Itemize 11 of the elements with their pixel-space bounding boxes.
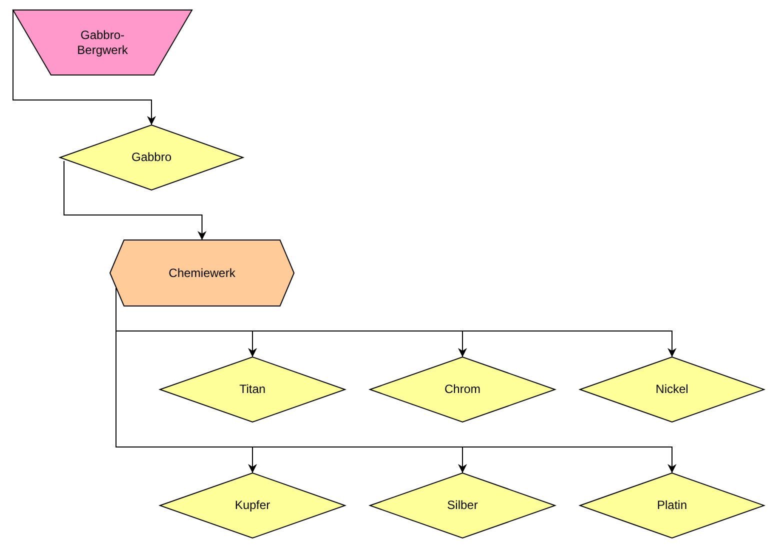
node-label: Gabbro-Bergwerk <box>76 28 129 58</box>
node-label: Gabbro <box>131 150 172 165</box>
node-label: Nickel <box>656 382 688 397</box>
node-label: Platin <box>656 498 688 513</box>
node-label: Kupfer <box>234 498 270 513</box>
node-label: Chrom <box>444 382 480 397</box>
arrow <box>64 160 206 240</box>
arrow <box>12 10 156 126</box>
node-label: Titan <box>239 382 266 397</box>
node-label: Chemiewerk <box>168 266 236 280</box>
node-label: Silber <box>447 498 478 513</box>
